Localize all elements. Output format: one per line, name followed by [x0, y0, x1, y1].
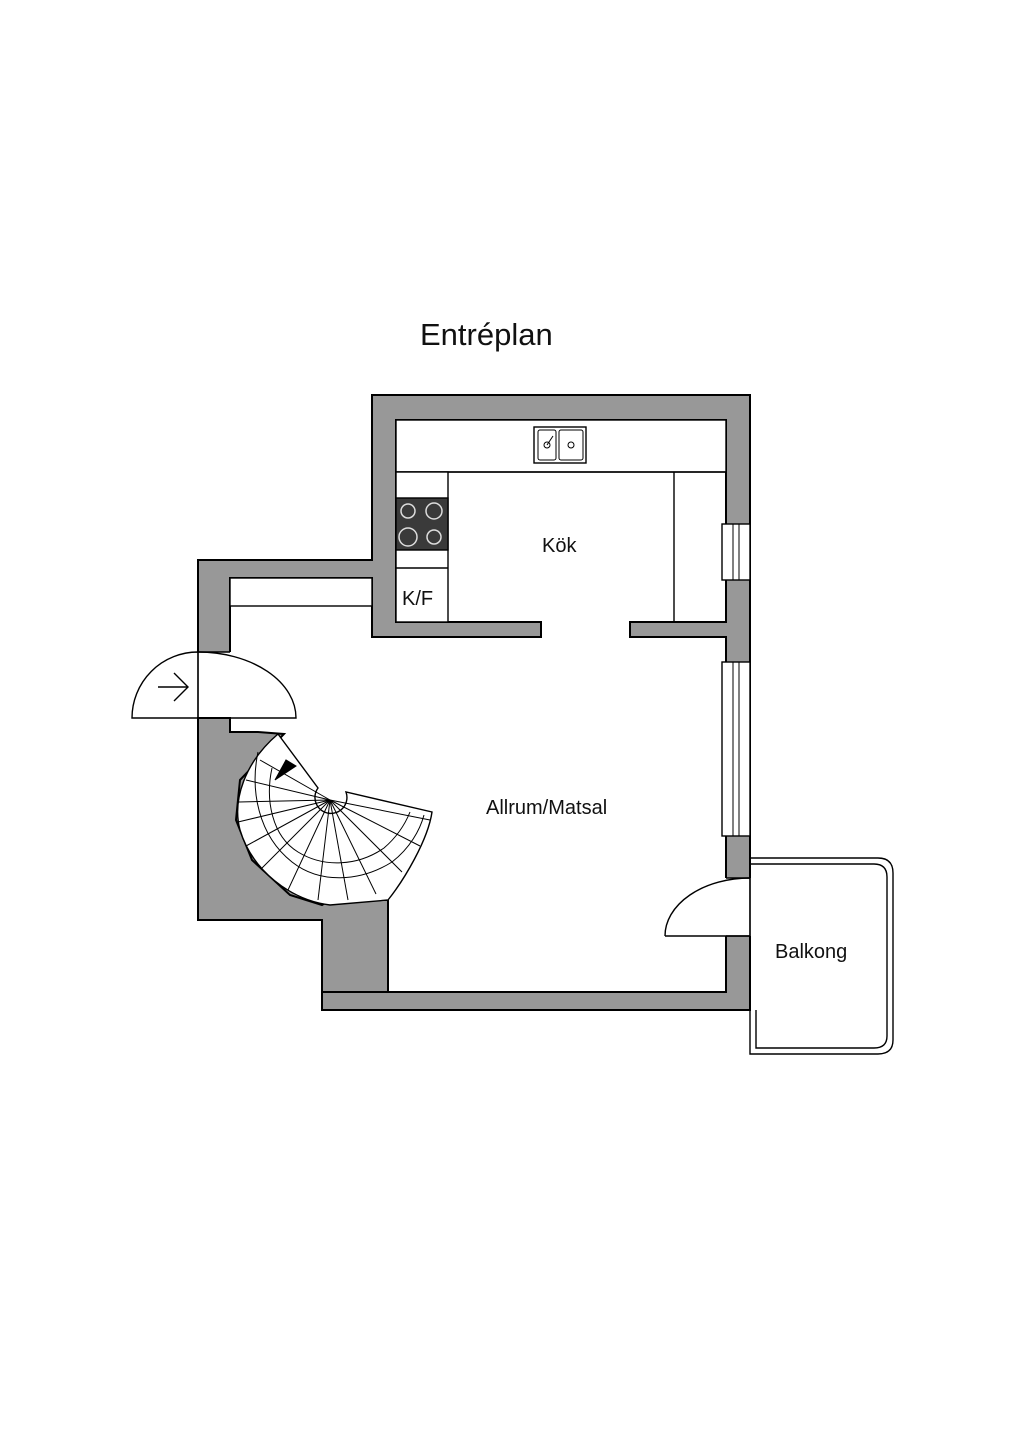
balcony-railing: [750, 863, 888, 1049]
window-kitchen: [721, 523, 751, 581]
room-label-kitchen: Kök: [542, 535, 577, 557]
entrance-opening: [196, 652, 232, 718]
sink-icon: [533, 426, 587, 464]
balcony-door-opening: [724, 878, 752, 936]
entrance-door: [131, 651, 297, 719]
window-living-room: [721, 661, 751, 837]
stair-wall-infill: [197, 717, 389, 993]
room-label-living-dining: Allrum/Matsal: [486, 797, 607, 819]
entrance-arrow-icon: [158, 672, 189, 702]
stove-icon: [395, 497, 449, 551]
wall-shelf: [229, 577, 373, 607]
plan-title: Entréplan: [420, 317, 553, 352]
room-label-fridge-freezer: K/F: [402, 588, 433, 610]
balcony-outline: [749, 857, 894, 1055]
stair-direction-arrow-icon: [274, 759, 297, 781]
spiral-stair: [237, 732, 433, 906]
room-label-balcony: Balkong: [775, 941, 847, 963]
